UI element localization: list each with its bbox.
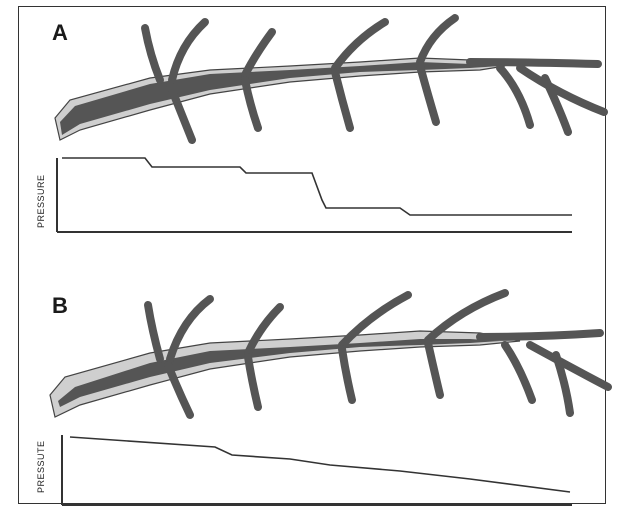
pressure-axis-label-a: PRESSURE	[36, 174, 46, 228]
pressure-line-a	[62, 158, 572, 215]
pressure-axis-label-b: PRESSUTE	[36, 440, 46, 493]
pressure-line-b	[70, 437, 570, 492]
pressure-axes-a	[57, 158, 572, 232]
panel-b-diagram	[0, 255, 623, 515]
panel-b: B PRESSUTE	[0, 255, 623, 515]
panel-a-diagram	[0, 0, 623, 255]
panel-a: A PRESSURE	[0, 0, 623, 255]
pressure-axes-b	[62, 435, 572, 505]
